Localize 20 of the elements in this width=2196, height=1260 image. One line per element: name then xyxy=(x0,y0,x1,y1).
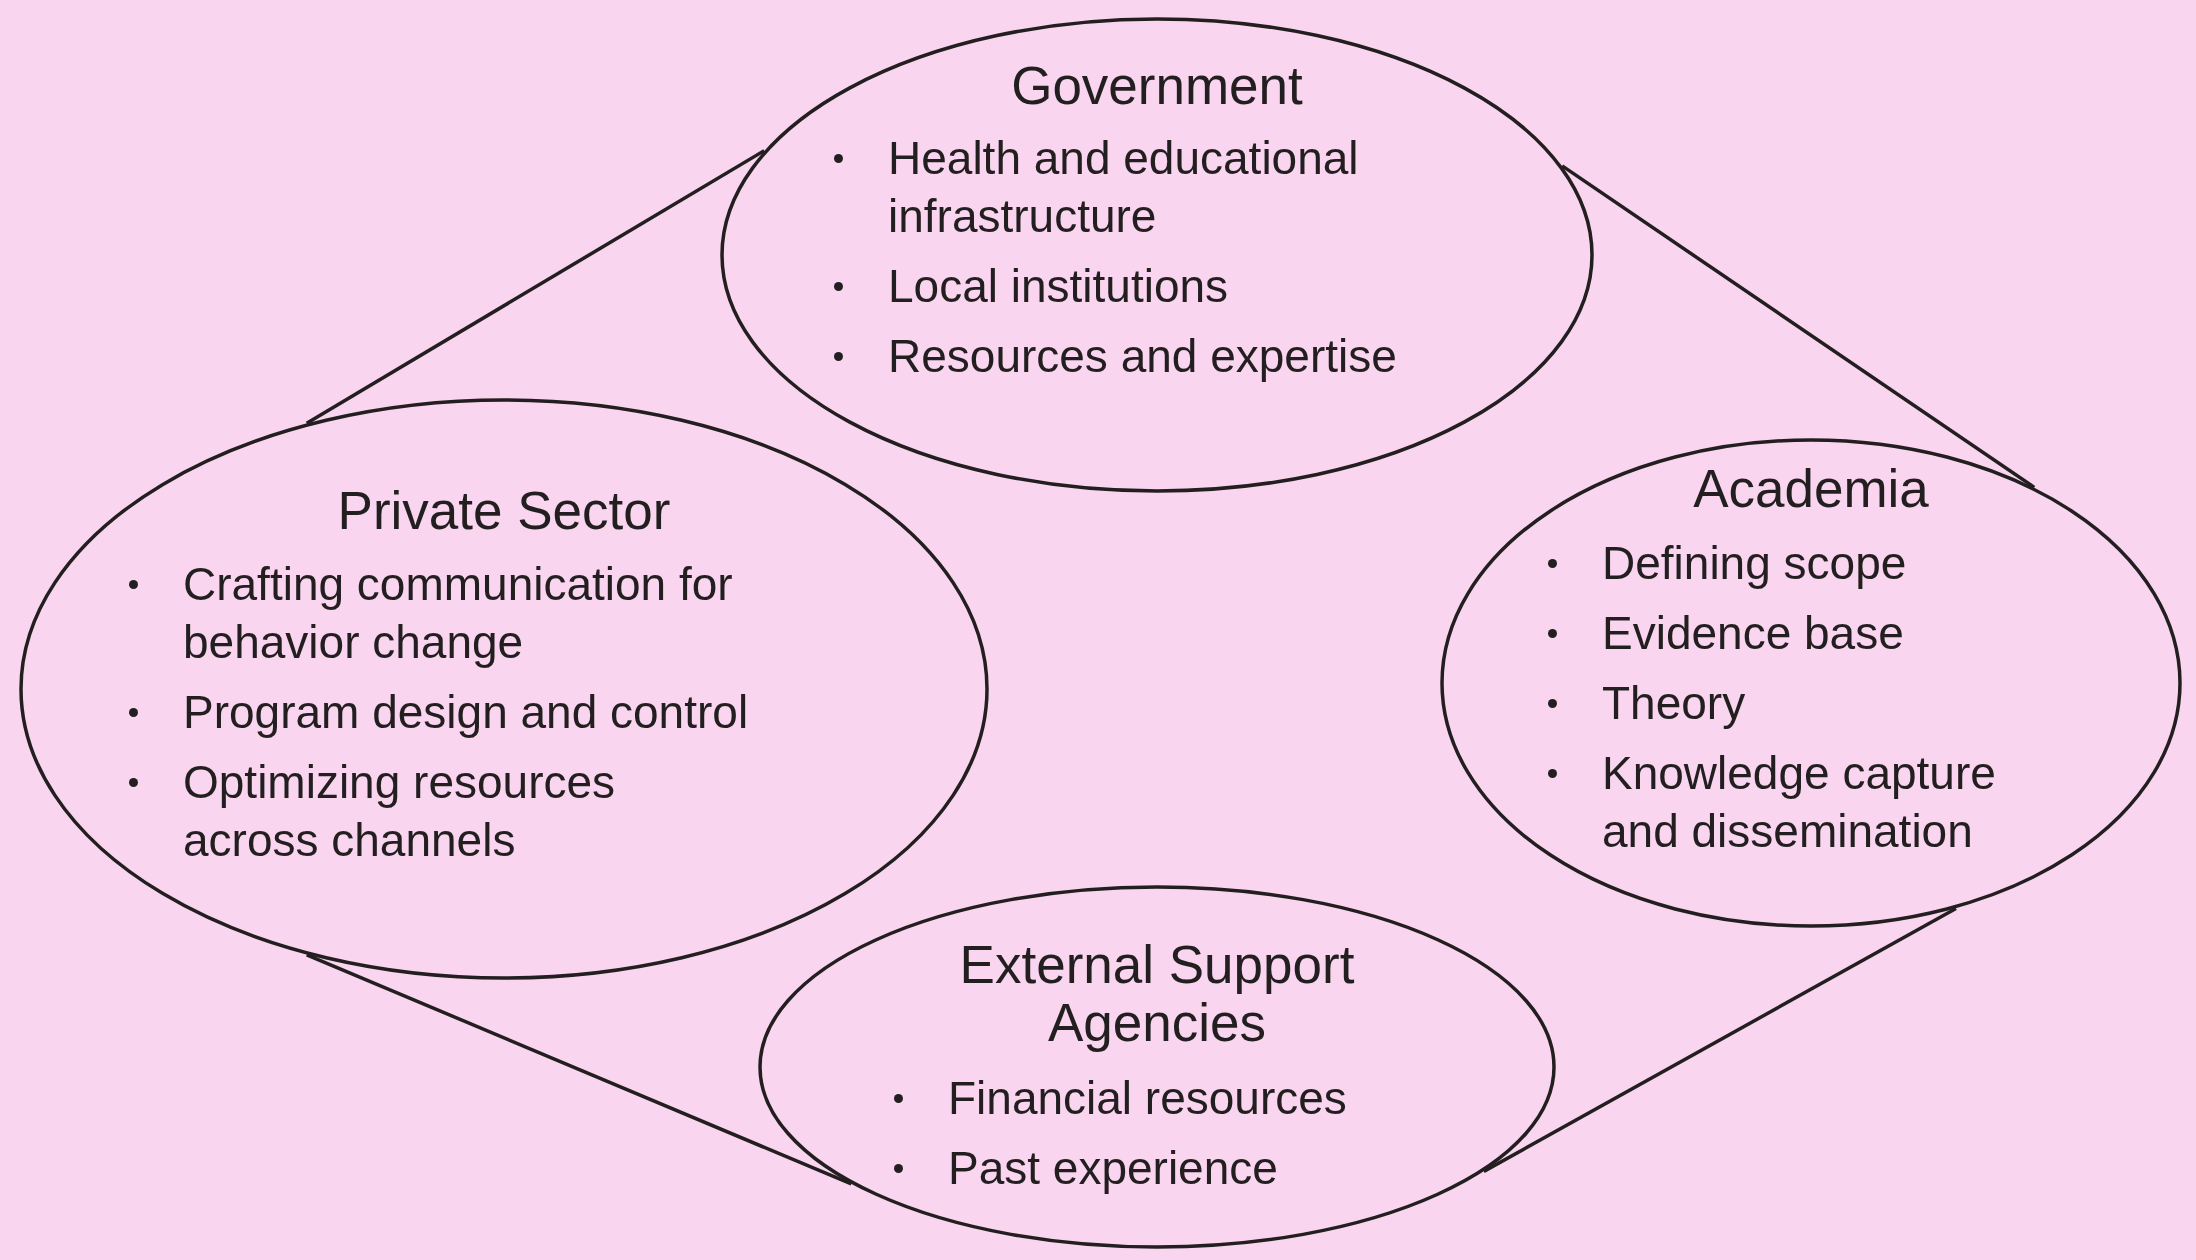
bullet-text: Local institutions xyxy=(888,259,1230,314)
bullet-text: Optimizing resources across channels xyxy=(183,755,617,868)
bullet-text: Financial resources xyxy=(948,1071,1348,1126)
connector-line xyxy=(306,953,853,1186)
connector-line xyxy=(305,149,766,425)
bullet-text: Health and educational infrastructure xyxy=(888,131,1360,244)
bullet-text: Program design and control xyxy=(183,685,750,740)
group-heading: Government xyxy=(1010,57,1304,115)
connector-line xyxy=(1561,164,2036,489)
group-heading: Academia xyxy=(1692,460,1930,518)
bullet-text: Resources and expertise xyxy=(888,329,1398,384)
bullet-text: Theory xyxy=(1602,676,1747,731)
bullet-text: Crafting communication for behavior change xyxy=(183,557,734,670)
bullet-text: Defining scope xyxy=(1602,536,1908,591)
bullet-text: Past experience xyxy=(948,1141,1279,1196)
bullet-text: Knowledge capture and dissemination xyxy=(1602,746,1997,859)
group-heading: Private Sector xyxy=(336,482,672,540)
connector-line xyxy=(1483,907,1957,1173)
bullet-text: Evidence base xyxy=(1602,606,1905,661)
group-heading: External Support Agencies xyxy=(958,936,1356,1052)
